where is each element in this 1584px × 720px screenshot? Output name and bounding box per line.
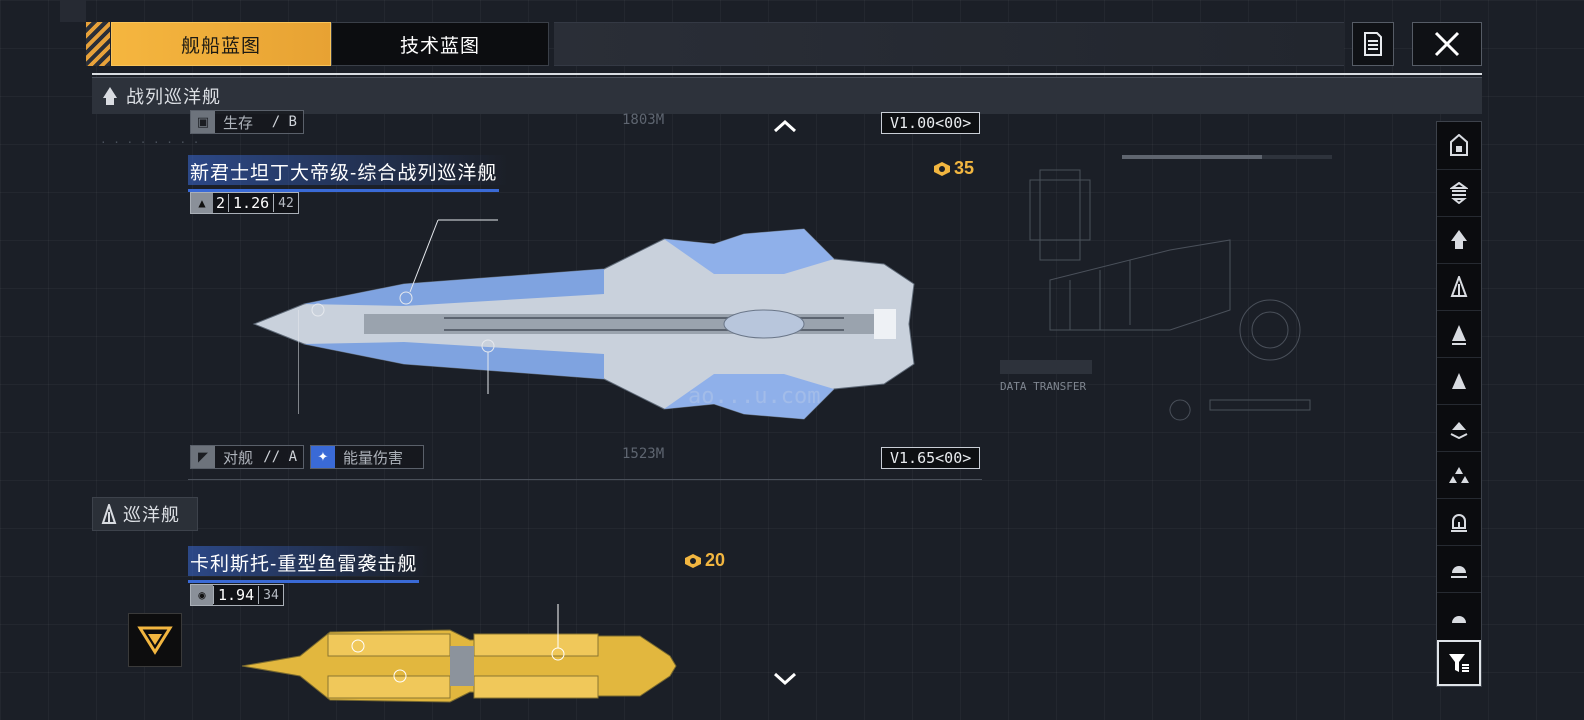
utility-class-icon <box>1451 565 1467 578</box>
hud-deco-bar <box>1000 360 1092 374</box>
hud-deco-bar-fill <box>1122 155 1262 159</box>
anti-ship-stat: ◤ 对舰 // A <box>190 445 304 469</box>
shield-icon: ▣ <box>191 111 215 133</box>
stat-main: 1.94 <box>213 586 260 604</box>
ship-cost: 20 <box>684 550 725 571</box>
ship-class-filter-column <box>1436 121 1482 687</box>
ship-stat-box: ◉ 1.94 34 <box>190 584 284 606</box>
rank-triangle-icon <box>137 626 173 655</box>
notes-icon <box>1364 32 1382 56</box>
mothership-class-icon <box>1452 615 1466 623</box>
filter-utility[interactable] <box>1437 545 1481 591</box>
stat-count: 2 <box>216 194 226 212</box>
stat-sub: 34 <box>263 587 279 603</box>
divider <box>92 73 1482 75</box>
survival-value: / B <box>271 114 297 130</box>
filter-cruiser[interactable] <box>1437 263 1481 309</box>
torpedo-icon: ◉ <box>191 585 213 605</box>
ship-stat-box: ▲ 2 1.26 42 <box>190 192 299 214</box>
battleship-class-icon <box>1450 181 1468 204</box>
data-transfer-label: DATA TRANSFER <box>1000 380 1087 393</box>
cost-value: 20 <box>705 550 726 570</box>
tab-tech-blueprint[interactable]: 技术蓝图 <box>331 22 549 66</box>
top-bar: 舰船蓝图 技术蓝图 <box>86 22 1498 66</box>
category-label: 战列巡洋舰 <box>126 87 221 107</box>
ship-card-1[interactable]: ▣ 生存 / B 1803M V1.00<00> 新君士坦丁大帝级-综合战列巡洋… <box>188 110 982 480</box>
chevron-up-icon[interactable] <box>772 118 798 134</box>
dimension-bottom: 1523M <box>622 446 665 462</box>
tab-ship-blueprint[interactable]: 舰船蓝图 <box>111 22 331 66</box>
blueprint-deco <box>1029 169 1311 421</box>
filter-icon <box>1449 654 1469 672</box>
filter-corvette[interactable] <box>1437 404 1481 450</box>
filter-destroyer[interactable] <box>1437 310 1481 356</box>
category-label: 巡洋舰 <box>123 505 180 525</box>
corvette-class-icon <box>1450 421 1468 439</box>
ship-2-illustration <box>241 604 677 703</box>
tab-strip-decoration <box>86 22 110 66</box>
destroyer-class-icon <box>1452 324 1466 345</box>
cruiser-class-icon <box>1450 275 1468 297</box>
damage-type-label: 能量伤害 <box>343 449 404 467</box>
ship-1-illustration <box>252 228 915 420</box>
cost-coin-icon <box>685 553 701 568</box>
survival-stat: ▣ 生存 / B <box>190 110 304 134</box>
category-header-cruiser[interactable]: 巡洋舰 <box>92 497 198 531</box>
filter-frigate[interactable] <box>1437 357 1481 403</box>
stat-sub: 42 <box>278 195 294 211</box>
ship-cost: 35 <box>933 158 974 179</box>
ship-type-icon: ▲ <box>191 193 213 213</box>
ship-name: 新君士坦丁大帝级-综合战列巡洋舰 <box>188 156 500 192</box>
ship-name: 卡利斯托-重型鱼雷袭击舰 <box>188 547 420 583</box>
anti-ship-icon: ◤ <box>191 446 215 468</box>
filter-mothership[interactable] <box>1437 592 1481 638</box>
battlecruiser-class-icon <box>1451 229 1467 249</box>
close-icon <box>1434 31 1460 57</box>
survival-label: 生存 <box>223 114 254 132</box>
close-button[interactable] <box>1412 22 1482 66</box>
callout-lines <box>298 219 498 414</box>
hud-deco-text: · · · · · · · · <box>100 136 200 149</box>
filter-carrier[interactable] <box>1437 122 1481 168</box>
category-header-battlecruiser[interactable]: 战列巡洋舰 <box>92 78 1482 114</box>
top-hud-strip <box>554 22 1344 66</box>
title-highlight <box>188 155 508 185</box>
carrier-class-icon <box>1450 134 1468 156</box>
cost-value: 35 <box>954 158 975 178</box>
energy-icon: ✦ <box>311 446 335 468</box>
filter-battlecruiser[interactable] <box>1437 216 1481 262</box>
anti-ship-label: 对舰 <box>223 449 254 467</box>
corner-block <box>60 0 86 22</box>
version-top: V1.00<00> <box>881 112 981 134</box>
anti-ship-value: // A <box>263 449 297 465</box>
filter-support[interactable] <box>1437 498 1481 544</box>
fighter-class-icon <box>1449 466 1469 483</box>
filter-fighter[interactable] <box>1437 451 1481 497</box>
filter-battleship[interactable] <box>1437 169 1481 215</box>
watermark-text: ao...u.com <box>688 384 821 409</box>
support-class-icon <box>1451 513 1467 532</box>
damage-type-stat: ✦ 能量伤害 <box>310 445 424 469</box>
rank-badge[interactable] <box>128 613 182 667</box>
stat-main: 1.26 <box>228 194 275 212</box>
title-highlight <box>188 546 428 576</box>
frigate-class-icon <box>1452 372 1466 389</box>
card-frame <box>188 479 982 480</box>
divider <box>92 77 1482 78</box>
notes-button[interactable] <box>1352 22 1394 66</box>
chevron-down-icon[interactable] <box>772 671 798 687</box>
version-bottom: V1.65<00> <box>881 447 981 469</box>
cost-coin-icon <box>934 161 950 176</box>
cruiser-class-icon <box>101 504 117 524</box>
dimension-top: 1803M <box>622 112 665 128</box>
filter-button[interactable] <box>1437 640 1481 686</box>
battlecruiser-class-icon <box>103 87 117 105</box>
